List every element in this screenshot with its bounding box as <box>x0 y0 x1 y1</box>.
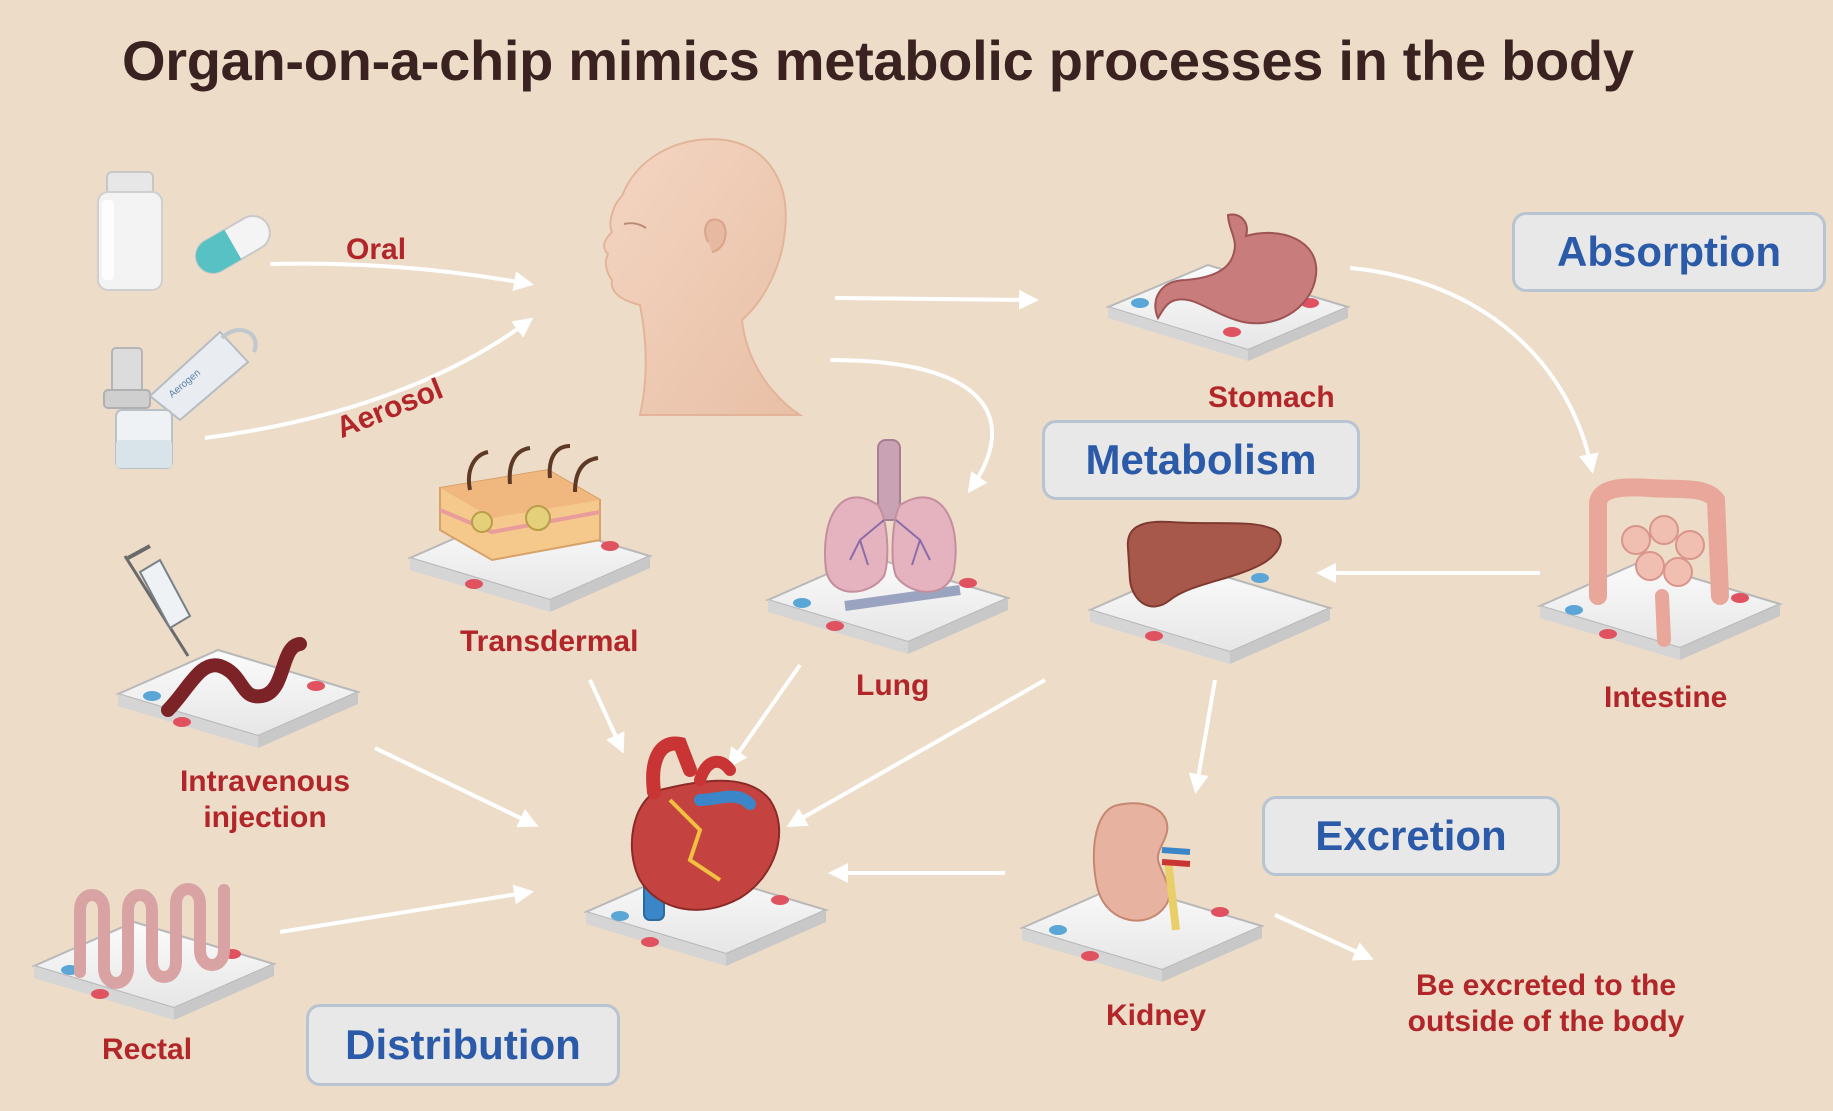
route-label-transdermal: Transdermal <box>460 625 639 658</box>
route-label-intravenous-line2: injection <box>203 801 327 834</box>
arrow-liver-to-heart <box>786 678 1046 827</box>
kidney-chip <box>1019 882 1265 982</box>
flow-arrows <box>204 261 1599 961</box>
capsule-icon <box>194 215 271 274</box>
diagram-title: Organ-on-a-chip mimics metabolic process… <box>122 29 1634 92</box>
arrow-head-to-lung <box>829 358 995 494</box>
kidney-icon <box>1092 802 1191 931</box>
route-label-oral: Oral <box>346 233 407 266</box>
organ-label-intestine: Intestine <box>1604 681 1728 714</box>
arrow-iv-to-heart <box>374 746 539 828</box>
excretion-outside-line1: Be excreted to the <box>1415 969 1677 1002</box>
route-label-rectal: Rectal <box>102 1033 193 1066</box>
arrow-rectal-to-heart <box>279 884 534 934</box>
iv-chip <box>115 648 361 748</box>
human-head-icon <box>603 138 804 416</box>
stage-distribution: Distribution <box>306 1004 620 1086</box>
arrow-transdermal-to-heart <box>588 679 625 754</box>
excretion-outside-label: Be excreted to the outside of the body <box>1386 968 1706 1040</box>
intestinal-villi-icon <box>74 883 230 989</box>
organ-label-kidney: Kidney <box>1106 999 1207 1032</box>
stomach-icon <box>1154 213 1318 325</box>
blood-vessel-icon <box>161 637 307 717</box>
pill-bottle-icon <box>97 171 163 291</box>
syringe-icon <box>123 544 192 657</box>
arrow-aerosol <box>204 317 534 440</box>
route-label-intravenous-line1: Intravenous <box>179 765 351 798</box>
organ-label-stomach: Stomach <box>1208 381 1335 414</box>
intestine-icon <box>1589 478 1729 647</box>
arrow-lung-to-heart <box>727 663 802 769</box>
liver-icon <box>1126 520 1282 608</box>
arrow-liver-to-kidney <box>1188 679 1217 794</box>
excretion-outside-line2: outside of the body <box>1407 1005 1685 1038</box>
nebulizer-icon: Aerogen <box>103 328 258 469</box>
heart-icon <box>630 736 781 921</box>
stage-metabolism: Metabolism <box>1042 420 1360 500</box>
route-label-intravenous: Intravenous injection <box>165 764 365 836</box>
skin-layers-icon <box>439 444 601 562</box>
arrow-head-to-stomach <box>834 289 1039 310</box>
stage-absorption: Absorption <box>1512 212 1826 292</box>
arrow-kidney-to-outside <box>1274 913 1374 961</box>
arrow-stomach-to-intestine <box>1349 266 1599 474</box>
organ-label-lung: Lung <box>856 669 930 702</box>
stage-excretion: Excretion <box>1262 796 1560 876</box>
arrow-oral <box>269 261 534 292</box>
lung-chip <box>765 554 1011 654</box>
lungs-icon <box>824 439 957 593</box>
